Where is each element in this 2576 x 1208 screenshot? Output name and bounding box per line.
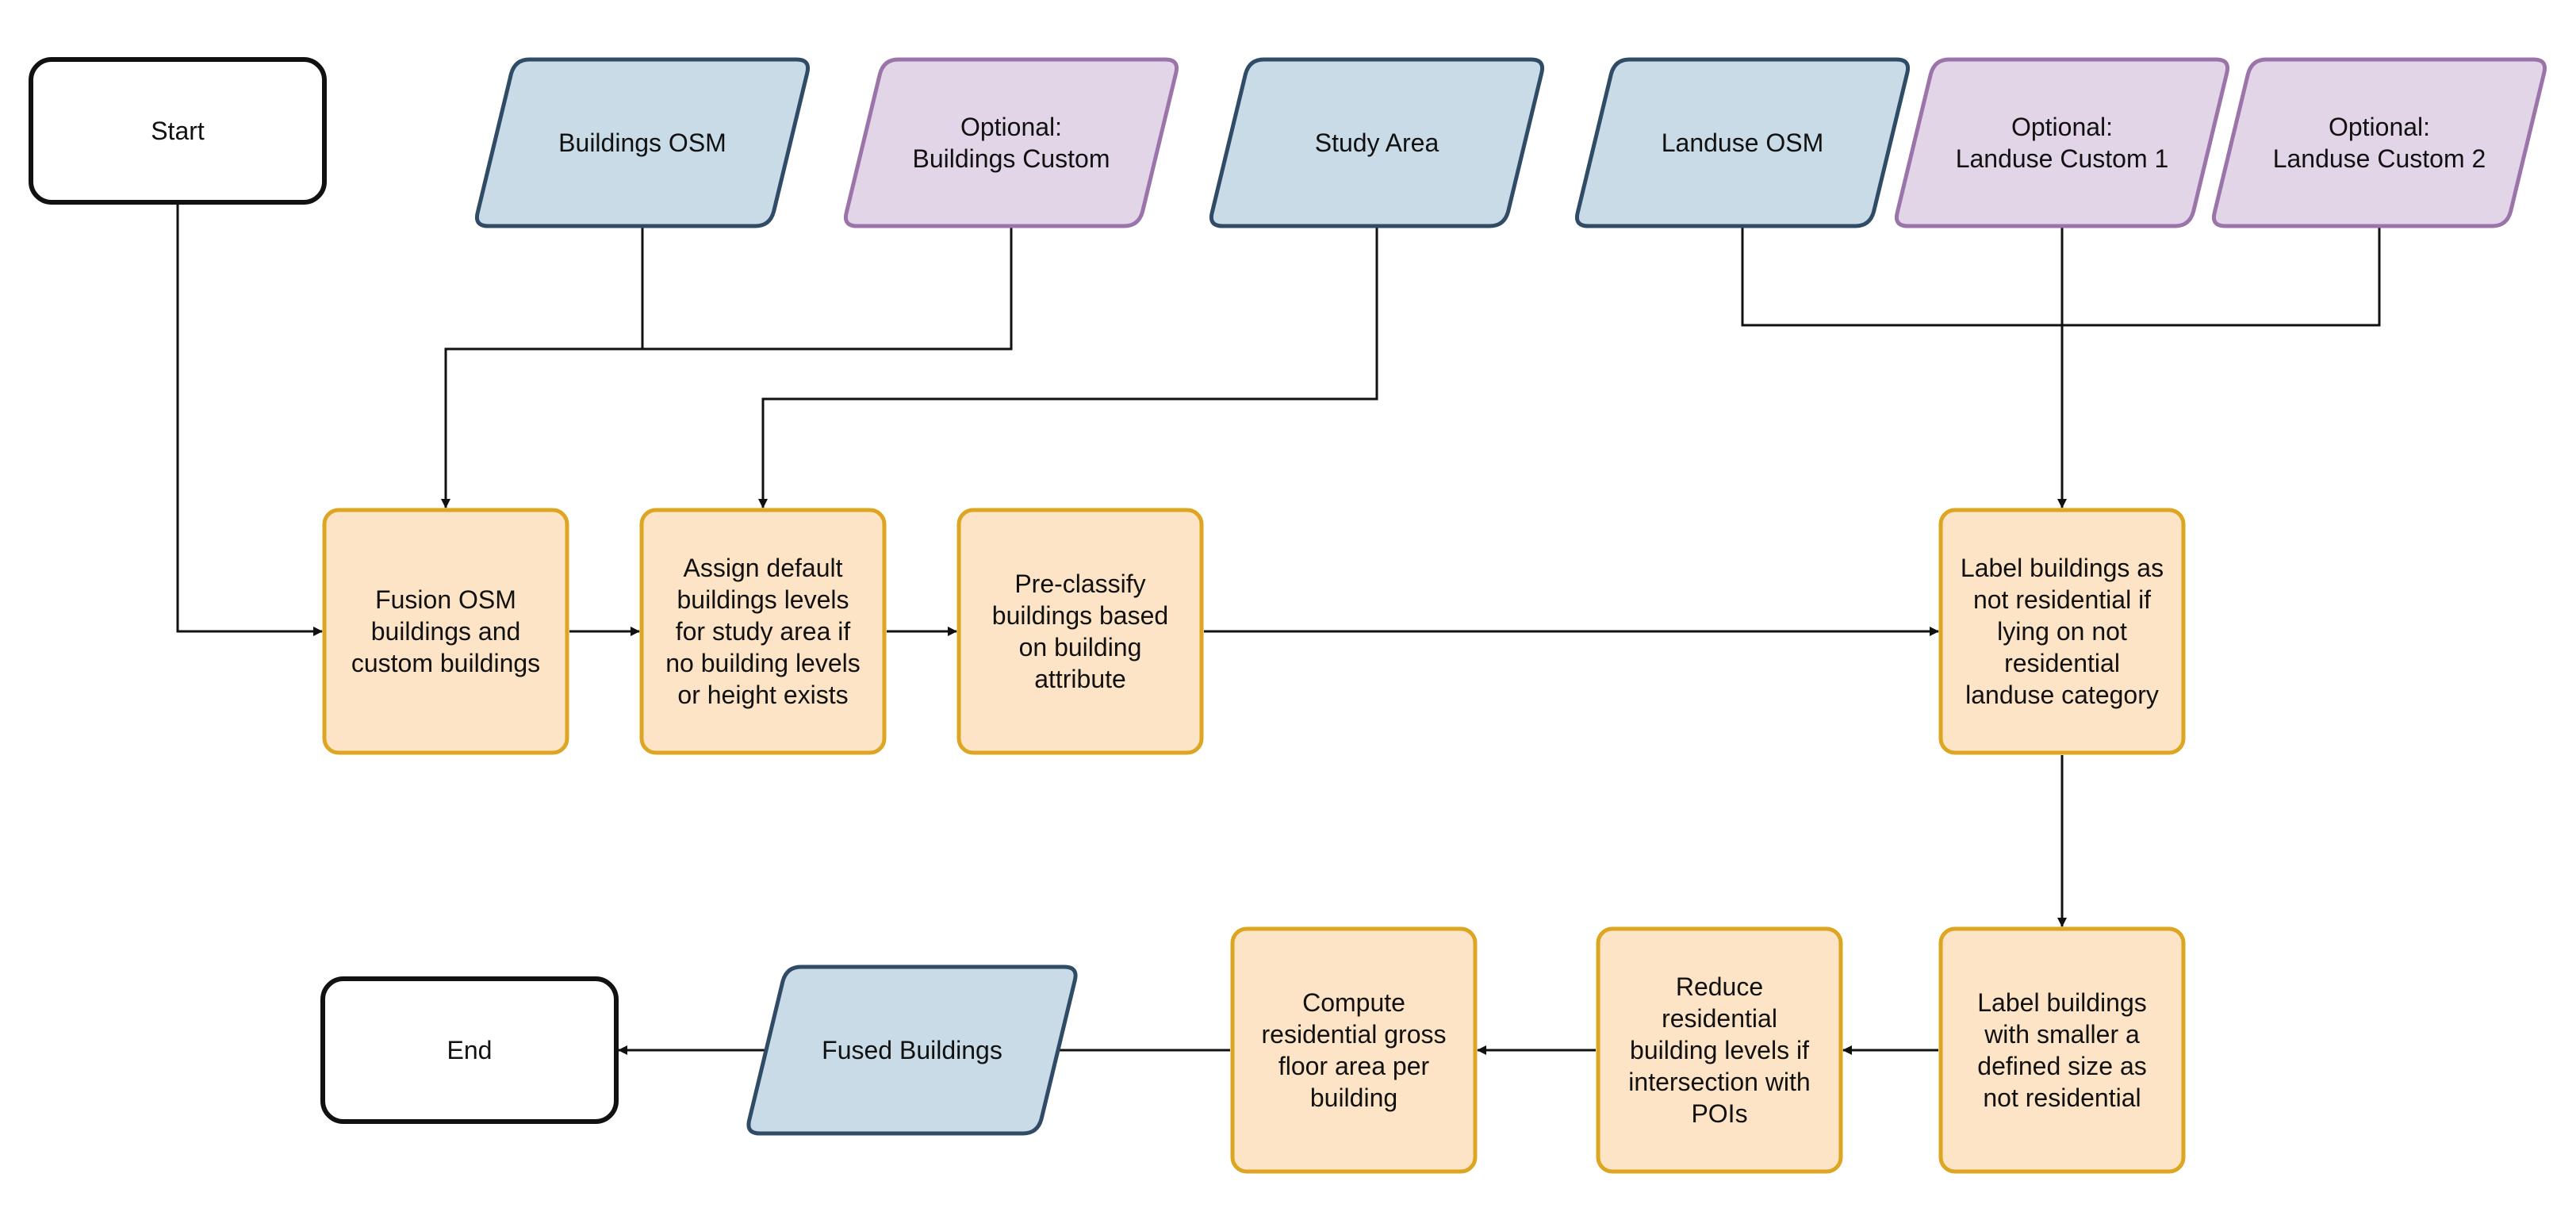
node-buildings-custom: Optional: Buildings Custom — [843, 57, 1179, 228]
node-label-line: building — [1310, 1083, 1397, 1112]
node-label: Landuse OSM — [1662, 128, 1824, 157]
process-shape — [322, 508, 569, 755]
node-label: End — [447, 1036, 493, 1064]
node-compute-gfa: Compute residential gross floor area per bu… — [1230, 926, 1478, 1174]
edges-layer — [176, 202, 2381, 1055]
node-label-line: Optional: — [2011, 113, 2113, 141]
node-assign-levels: Assign default buildings levels for study … — [639, 508, 887, 755]
node-label-line: lying on not — [1997, 617, 2127, 646]
optional-input-shape — [843, 57, 1179, 228]
node-label-line: residential — [2004, 649, 2120, 677]
node-label-line: Label buildings as — [1961, 554, 2164, 582]
node-label-line: custom buildings — [351, 649, 540, 677]
process-shape — [1230, 926, 1478, 1174]
node-landuse-osm: Landuse OSM — [1574, 57, 1911, 228]
node-label-line: defined size as — [1977, 1052, 2146, 1080]
node-label: Optional: Buildings Custom — [913, 113, 1110, 173]
node-label-line: with smaller a — [1984, 1020, 2140, 1049]
node-label-line: Buildings OSM — [558, 128, 726, 157]
node-label-line: Compute — [1302, 988, 1405, 1017]
node-fusion: Fusion OSM buildings and custom buildings — [322, 508, 569, 755]
process-shape — [1938, 926, 2186, 1174]
edge-buildings-custom-merge — [441, 226, 1013, 508]
node-label-line: not residential — [1983, 1083, 2141, 1112]
process-shape — [956, 508, 1204, 755]
node-label: Reduce residential building levels if inter… — [1628, 972, 1810, 1128]
optional-input-shape — [2211, 57, 2547, 228]
node-label-line: on building — [1019, 633, 1142, 662]
node-label-line: Pre-classify — [1014, 569, 1145, 598]
node-label-line: floor area per — [1278, 1052, 1430, 1080]
input-data-shape — [746, 964, 1078, 1136]
node-label-landuse: Label buildings as not residential if lyin… — [1938, 508, 2186, 755]
input-data-shape — [474, 57, 811, 228]
node-label-line: Label buildings — [1977, 988, 2147, 1017]
node-label-size: Label buildings with smaller a defined siz… — [1938, 926, 2186, 1174]
node-label-line: for study area if — [676, 617, 851, 646]
process-shape — [1938, 508, 2186, 755]
node-label-line: attribute — [1034, 665, 1126, 693]
process-shape — [1596, 926, 1843, 1174]
node-label: Fused Buildings — [822, 1036, 1002, 1064]
node-label-line: residential gross — [1262, 1020, 1447, 1049]
node-label-line: no building levels — [665, 649, 861, 677]
node-label-line: Assign default — [683, 554, 842, 582]
node-label: Optional: Landuse Custom 1 — [1956, 113, 2169, 173]
node-label-line: End — [447, 1036, 493, 1064]
node-label: Label buildings with smaller a defined siz… — [1977, 988, 2147, 1112]
node-label: Compute residential gross floor area per bu… — [1262, 988, 1447, 1112]
node-label: Study Area — [1315, 128, 1439, 157]
node-label: Buildings OSM — [558, 128, 726, 157]
edge-start-to-fusion — [176, 202, 323, 636]
node-landuse-custom-1: Optional: Landuse Custom 1 — [1894, 57, 2230, 228]
input-data-shape — [1209, 57, 1545, 228]
node-label-line: or height exists — [677, 681, 848, 709]
node-reduce-levels: Reduce residential building levels if inter… — [1596, 926, 1843, 1174]
node-label-line: Landuse Custom 2 — [2273, 144, 2486, 173]
optional-input-shape — [1894, 57, 2230, 228]
node-label-line: Fusion OSM — [375, 585, 516, 614]
node-label-line: Buildings Custom — [913, 144, 1110, 173]
node-label-line: buildings based — [992, 601, 1168, 630]
node-label-line: Landuse Custom 1 — [1956, 144, 2169, 173]
node-label-line: Fused Buildings — [822, 1036, 1002, 1064]
node-label: Assign default buildings levels for study … — [665, 554, 861, 709]
node-study-area: Study Area — [1209, 57, 1545, 228]
node-label-line: residential — [1662, 1004, 1777, 1033]
node-label: Label buildings as not residential if lyin… — [1961, 554, 2164, 709]
node-label-line: Study Area — [1315, 128, 1439, 157]
node-label: Start — [151, 117, 205, 145]
node-label-line: POIs — [1691, 1099, 1747, 1128]
node-label-line: Start — [151, 117, 205, 145]
node-label-line: landuse category — [1965, 681, 2159, 709]
terminal-shape — [320, 976, 619, 1124]
process-shape — [639, 508, 887, 755]
edge-study-area-to-assign — [758, 226, 1378, 508]
node-buildings-osm: Buildings OSM — [474, 57, 811, 228]
terminal-shape — [29, 57, 327, 205]
node-label-line: Optional: — [2329, 113, 2430, 141]
node-end: End — [320, 976, 619, 1124]
node-landuse-custom-2: Optional: Landuse Custom 2 — [2211, 57, 2547, 228]
node-label-line: Landuse OSM — [1662, 128, 1824, 157]
nodes-layer: Start Buildings OSM Optional: Buildings Cus… — [29, 57, 2547, 1174]
node-label-line: Reduce — [1676, 972, 1763, 1001]
input-data-shape — [1574, 57, 1911, 228]
node-label: Fusion OSM buildings and custom buildings — [351, 585, 540, 677]
node-preclassify: Pre-classify buildings based on building at… — [956, 508, 1204, 755]
node-fused-buildings: Fused Buildings — [746, 964, 1078, 1136]
node-label: Optional: Landuse Custom 2 — [2273, 113, 2486, 173]
node-label-line: not residential if — [1973, 585, 2151, 614]
node-label-line: buildings levels — [677, 585, 849, 614]
node-start: Start — [29, 57, 327, 205]
node-label-line: Optional: — [960, 113, 1062, 141]
node-label-line: intersection with — [1628, 1068, 1810, 1096]
node-label-line: buildings and — [371, 617, 521, 646]
node-label: Pre-classify buildings based on building at… — [992, 569, 1168, 693]
node-label-line: building levels if — [1630, 1036, 1809, 1064]
